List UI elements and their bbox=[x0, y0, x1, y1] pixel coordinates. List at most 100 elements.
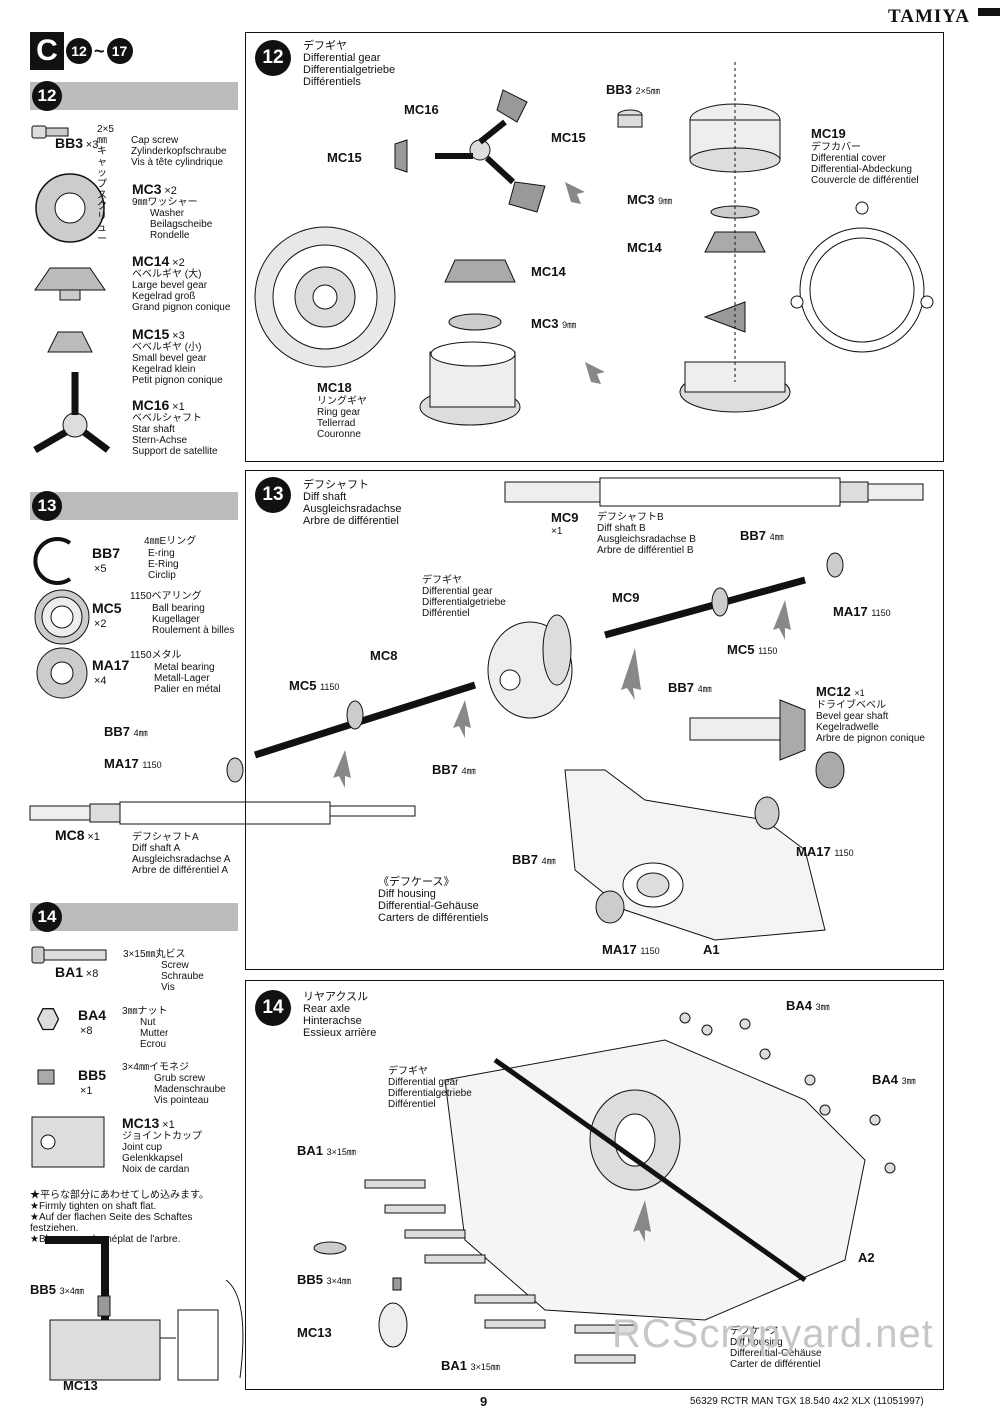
desc-de: Ausgleichsradachse B bbox=[597, 534, 696, 545]
desc-fr: Couvercle de différentiel bbox=[811, 175, 919, 186]
step14-label-ba1-left: BA1 3×15㎜ bbox=[297, 1143, 356, 1158]
small-bevel-gear-icon bbox=[47, 331, 93, 353]
part-de: Stern-Achse bbox=[132, 435, 188, 446]
step13-label-mc8: MC8 bbox=[370, 648, 398, 663]
part-code: BA4 bbox=[78, 1007, 107, 1023]
desc-fr: Couronne bbox=[317, 429, 361, 440]
arrow-icon bbox=[585, 362, 605, 384]
label-code: MA17 bbox=[602, 942, 637, 957]
arrow-icon bbox=[453, 700, 471, 738]
label-size: 3㎜ bbox=[815, 1002, 830, 1012]
part-fr: Roulement à billes bbox=[152, 625, 235, 636]
desc-jp: ドライブベベル bbox=[816, 700, 886, 711]
label-size: 3㎜ bbox=[901, 1076, 916, 1086]
ring-gear bbox=[254, 226, 396, 368]
section-number: 13 bbox=[32, 491, 62, 521]
section-sep: ~ bbox=[94, 40, 105, 61]
star-shaft-icon bbox=[33, 372, 111, 454]
desc-en: Diff shaft A bbox=[132, 843, 181, 854]
part-qty: ×2 bbox=[172, 257, 185, 269]
side-bb5-label: BB5 3×4㎜ bbox=[30, 1282, 84, 1297]
part-jp: ベベルシャフト bbox=[132, 413, 202, 424]
label-size: 4㎜ bbox=[769, 532, 784, 542]
page-number: 9 bbox=[480, 1394, 488, 1409]
part-fr: Petit pignon conique bbox=[132, 375, 223, 386]
label-code: MC5 bbox=[727, 642, 755, 657]
arrow-icon bbox=[565, 182, 585, 204]
step13-panel bbox=[245, 470, 944, 970]
label-code: BB5 bbox=[30, 1282, 57, 1297]
part-jp: 3㎜ナット bbox=[122, 1006, 168, 1017]
label-code: MA17 bbox=[104, 756, 139, 771]
metal-bearing-icon bbox=[36, 647, 88, 699]
title-fr: Arbre de différentiel bbox=[303, 515, 399, 527]
mc9-qty: ×1 bbox=[551, 526, 563, 537]
label-size: 1150 bbox=[871, 608, 891, 618]
part-code: MC16 bbox=[132, 397, 170, 413]
part-en: Washer bbox=[150, 208, 185, 219]
large-bevel-gear-icon bbox=[34, 267, 106, 301]
desc-en: Ring gear bbox=[317, 407, 361, 418]
label-code: MA17 bbox=[796, 844, 831, 859]
part-en: Nut bbox=[140, 1017, 156, 1028]
step13-label-ma17-housing: MA17 1150 bbox=[602, 942, 660, 957]
step12-number: 12 bbox=[255, 40, 291, 76]
part-de: Kegelrad klein bbox=[132, 364, 196, 375]
step14-diagram bbox=[313, 1012, 896, 1364]
part-en: Joint cup bbox=[122, 1142, 163, 1153]
part-jp: 2×5㎜キャップスクリュー bbox=[97, 124, 114, 245]
label-size: 9㎜ bbox=[658, 196, 673, 206]
step13-label-mc9-mid: MC9 bbox=[612, 590, 640, 605]
desc-fr: Carter de différentiel bbox=[730, 1359, 821, 1370]
step12-label-mc14-left: MC14 bbox=[531, 264, 566, 279]
step12-label-mc15-left: MC15 bbox=[327, 150, 362, 165]
label-code: MC12 bbox=[816, 684, 851, 699]
part-de: Zylinderkopfschraube bbox=[131, 146, 227, 157]
step13-label-ma17-right2: MA17 1150 bbox=[796, 844, 854, 859]
desc-fr: Carters de différentiels bbox=[378, 912, 489, 924]
part-qty: ×2 bbox=[94, 618, 107, 630]
desc-en: Diff housing bbox=[378, 888, 436, 900]
label-size: 4㎜ bbox=[541, 856, 556, 866]
part-fr: Noix de cardan bbox=[122, 1164, 190, 1175]
mc14-gear bbox=[444, 259, 516, 283]
desc-jp: デフカバー bbox=[811, 142, 861, 153]
part-jp: ジョイントカップ bbox=[122, 1131, 202, 1142]
part-qty: ×3 bbox=[85, 139, 99, 151]
step13-label-a1: A1 bbox=[703, 942, 720, 957]
arrow-icon bbox=[633, 1200, 651, 1242]
part-fr: Rondelle bbox=[150, 230, 190, 241]
part-en: Star shaft bbox=[132, 424, 175, 435]
part-code: BB5 bbox=[78, 1067, 107, 1083]
part-fr: Vis bbox=[161, 982, 175, 993]
part-code: BB7 bbox=[92, 545, 121, 561]
hex-key-illustration bbox=[45, 1236, 244, 1381]
step12-label-mc15-right: MC15 bbox=[551, 130, 586, 145]
part-fr: Support de satellite bbox=[132, 446, 218, 457]
desc-jp: デフギヤ bbox=[422, 575, 462, 586]
step13-label-mc5-left: MC5 1150 bbox=[289, 678, 339, 693]
diff-shaft-a-illustration bbox=[29, 801, 416, 825]
bb3-screw-icon bbox=[617, 109, 643, 128]
desc-jp: デフシャフトB bbox=[597, 512, 664, 523]
label-size: 1150 bbox=[758, 646, 778, 656]
mc5-bearing-right bbox=[711, 587, 729, 617]
ma17-bearing-right bbox=[826, 552, 844, 578]
part-de: Madenschraube bbox=[154, 1084, 226, 1095]
e-ring-icon bbox=[33, 537, 72, 585]
step14-label-ba1-bottom: BA1 3×15㎜ bbox=[441, 1358, 500, 1373]
step13-label-bb7-bottom: BB7 4㎜ bbox=[432, 762, 476, 777]
page-tab-marker bbox=[978, 8, 1000, 16]
step12-label-mc19: MC19 bbox=[811, 126, 846, 141]
part-de: Metall-Lager bbox=[154, 673, 210, 684]
part-de: E-Ring bbox=[148, 559, 179, 570]
part-qty: ×4 bbox=[94, 675, 107, 687]
